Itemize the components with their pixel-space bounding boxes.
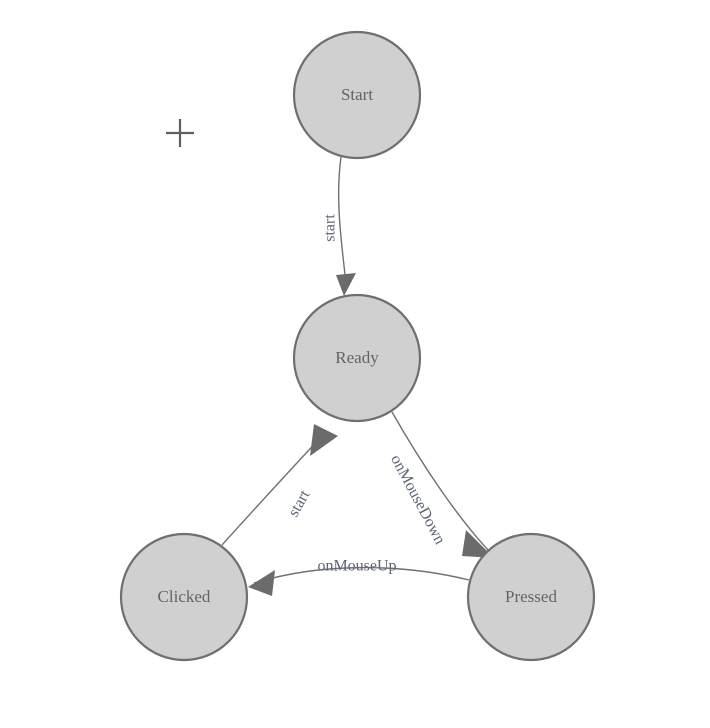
node-start-label: Start [341,85,373,104]
edge-path-start-to-ready [337,156,346,276]
node-ready[interactable]: Ready [292,293,422,423]
edge-label-ready-to-pressed: onMouseDown [387,452,448,547]
edge-start-to-ready: start [322,156,356,296]
node-pressed[interactable]: Pressed [466,532,596,662]
edge-ready-to-pressed: onMouseDown [387,411,494,558]
edge-label-pressed-to-clicked: onMouseUp [317,558,396,575]
edge-path-pressed-to-clicked [253,566,470,584]
edge-path-clicked-to-ready [221,437,321,546]
node-ready-label: Ready [335,348,379,367]
node-pressed-circle[interactable] [466,532,596,662]
arrowhead-into-clicked [248,570,275,596]
crosshair-icon [166,119,194,147]
edge-path-ready-to-pressed [391,411,490,552]
node-pressed-label: Pressed [505,587,557,606]
node-clicked[interactable]: Clicked [119,532,249,662]
edge-label-clicked-to-ready: start [285,487,313,520]
node-start[interactable]: Start [292,30,422,160]
edge-pressed-to-clicked: onMouseUp [248,558,470,596]
edge-clicked-to-ready: start [221,424,338,546]
edge-label-start-to-ready: start [322,214,339,242]
node-ready-circle[interactable] [292,293,422,423]
node-clicked-label: Clicked [158,587,211,606]
node-clicked-circle[interactable] [119,532,249,662]
arrowhead-into-ready-top [336,273,356,296]
arrowhead-into-ready-bottom [310,424,338,456]
arrowhead-into-pressed [462,530,494,558]
node-start-circle[interactable] [292,30,422,160]
